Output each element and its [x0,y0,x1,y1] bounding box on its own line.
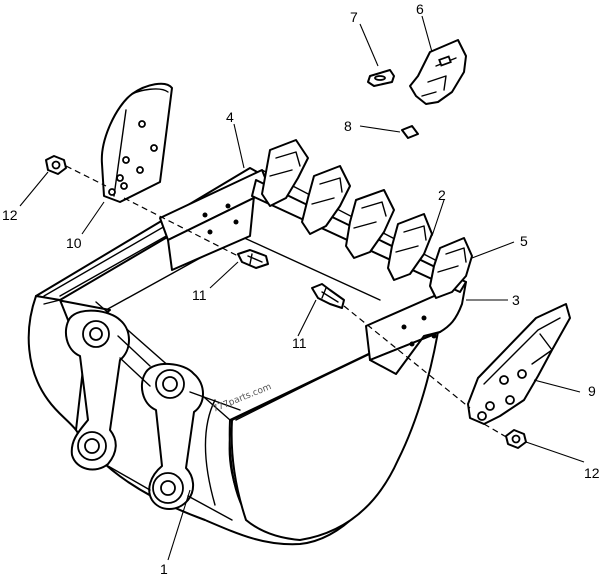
callout-10: 10 [66,235,82,251]
callout-5: 5 [520,233,528,249]
side-cutter-left [100,82,173,203]
callout-1: 1 [160,561,168,576]
callout-8: 8 [344,118,352,134]
callout-9: 9 [588,383,596,399]
side-cutter-right [467,303,571,425]
bolt-left [237,249,269,269]
tooth-point-part [409,39,467,105]
callout-12-right: 12 [584,465,600,481]
assembly-lines [65,165,509,439]
callout-6: 6 [416,1,424,17]
bucket-teeth [261,139,473,299]
callout-4: 4 [226,109,234,125]
nut-right [505,429,527,449]
callout-12-left: 12 [2,207,18,223]
callout-2: 2 [438,187,446,203]
callout-3: 3 [512,292,520,308]
bucket-body [27,167,445,546]
nut-left [45,155,67,175]
callout-11-left: 11 [192,287,207,303]
lock-part [367,69,395,87]
pin-part [401,125,419,139]
callout-7: 7 [350,9,358,25]
bolt-right [311,283,345,309]
leader-lines [19,15,585,561]
callout-11-right: 11 [292,335,307,351]
